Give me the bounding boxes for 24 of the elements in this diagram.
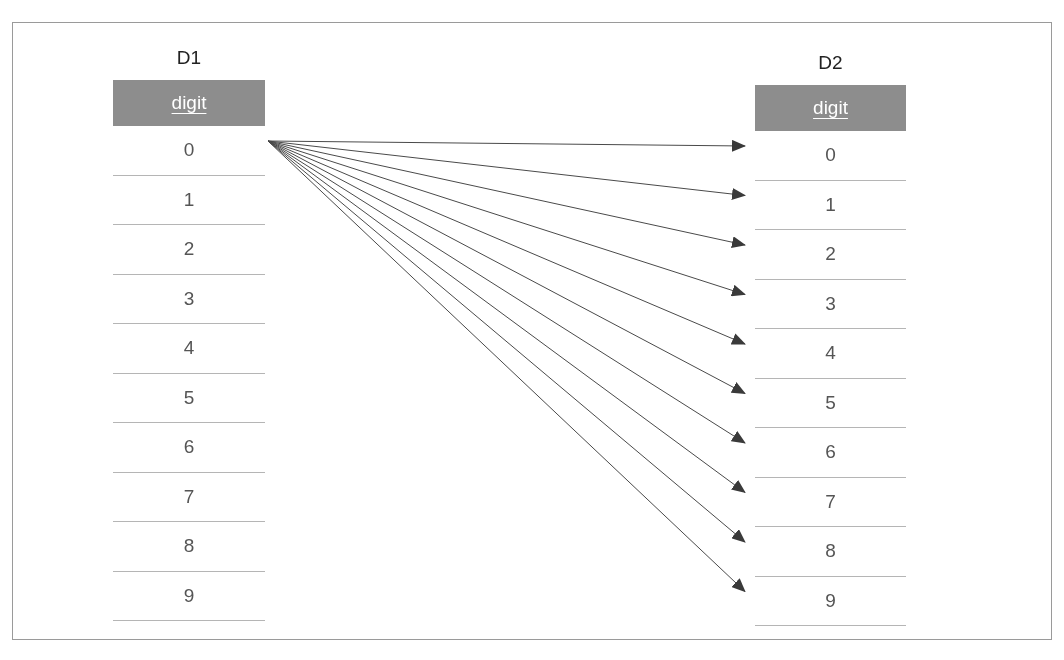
table-row: 9 bbox=[113, 571, 265, 621]
column-header: digit bbox=[755, 85, 906, 131]
table-row: 0 bbox=[755, 131, 906, 181]
table-row: 7 bbox=[113, 472, 265, 522]
table-row: 9 bbox=[755, 576, 906, 626]
table-row: 2 bbox=[113, 225, 265, 275]
table-row: 8 bbox=[113, 522, 265, 572]
table-row: 5 bbox=[755, 378, 906, 428]
table-row: 3 bbox=[113, 274, 265, 324]
table-row: 6 bbox=[113, 423, 265, 473]
table-row: 6 bbox=[755, 428, 906, 478]
column-header: digit bbox=[113, 80, 265, 126]
table-row: 3 bbox=[755, 279, 906, 329]
table-row: 5 bbox=[113, 373, 265, 423]
table-row: 4 bbox=[755, 329, 906, 379]
table-row: 7 bbox=[755, 477, 906, 527]
table-row: 1 bbox=[755, 180, 906, 230]
table-row: 8 bbox=[755, 527, 906, 577]
table-title: D1 bbox=[175, 46, 203, 70]
table-row: 0 bbox=[113, 126, 265, 176]
table-row: 2 bbox=[755, 230, 906, 280]
table-row: 1 bbox=[113, 175, 265, 225]
table-title: D2 bbox=[817, 51, 844, 75]
table-row: 4 bbox=[113, 324, 265, 374]
